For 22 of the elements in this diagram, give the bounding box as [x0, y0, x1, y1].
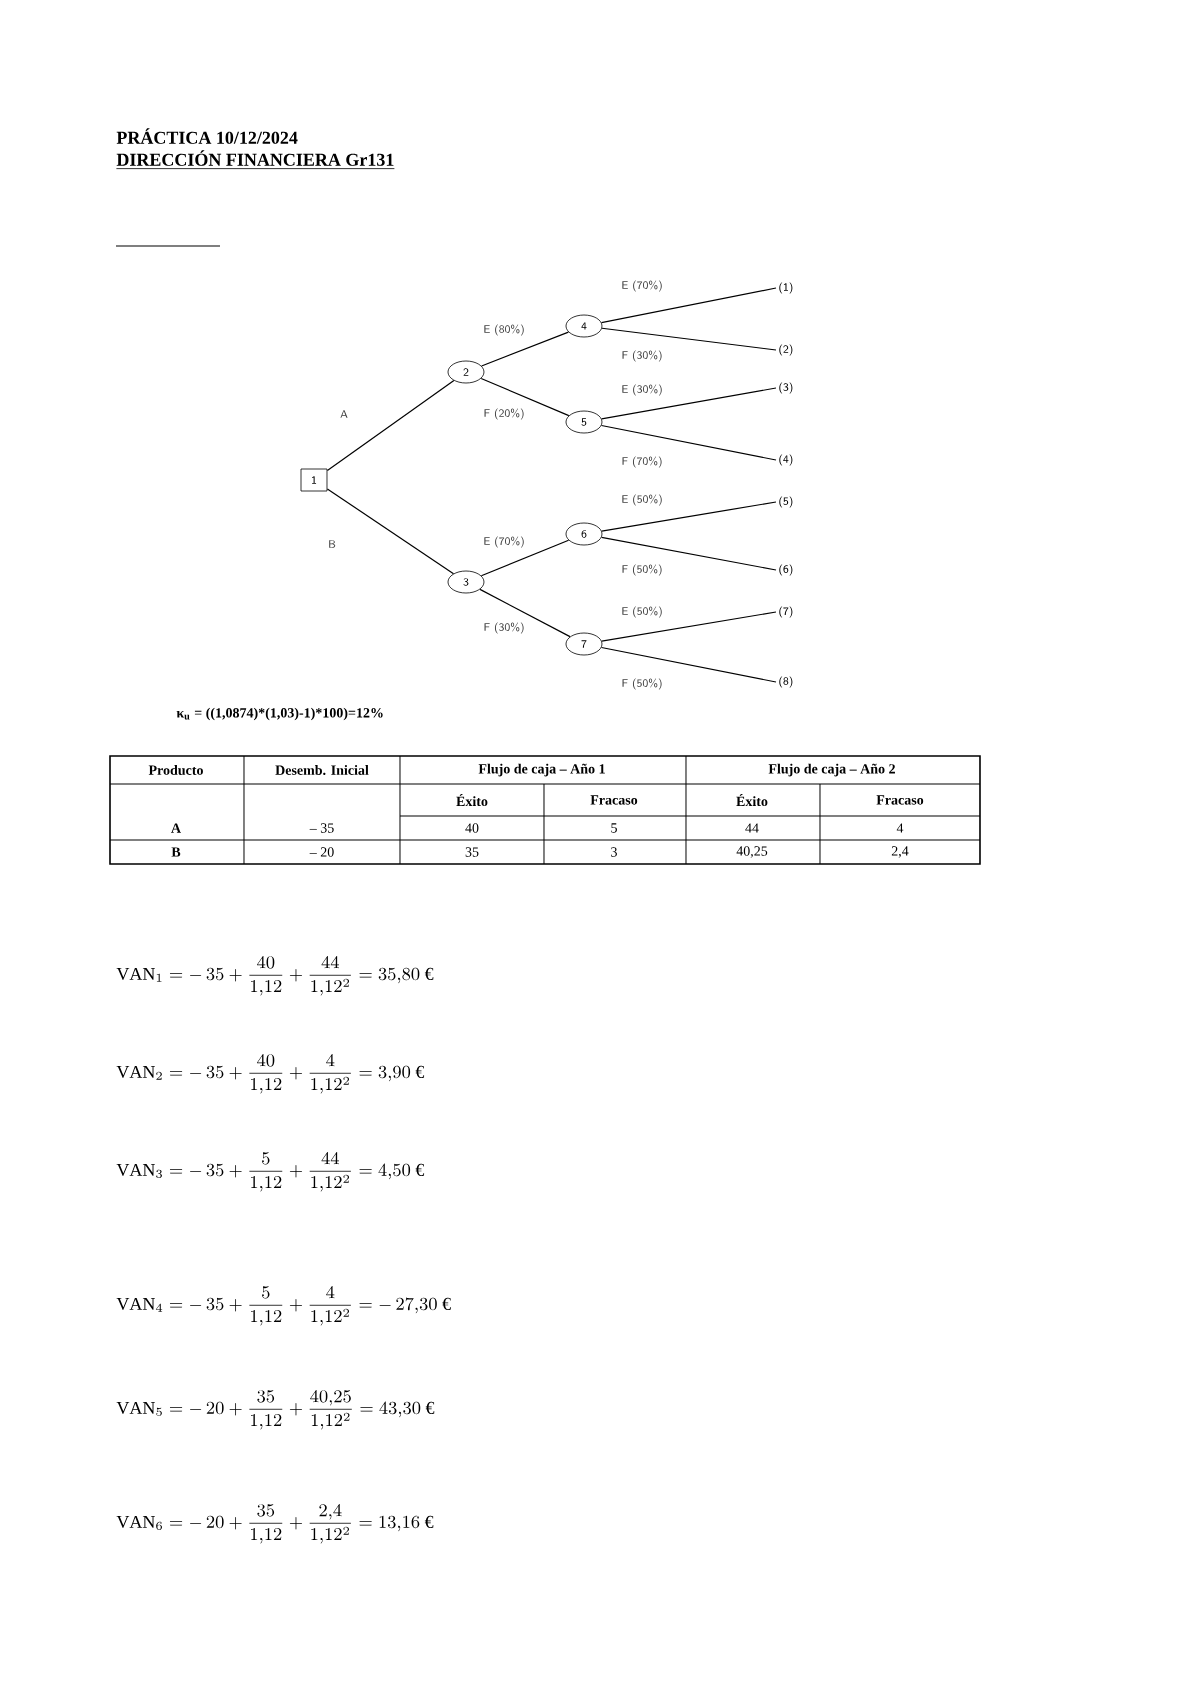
branch-line [600, 424, 777, 461]
branch-line [601, 536, 777, 571]
branch-line [480, 331, 569, 367]
branch-line [601, 611, 777, 642]
branch-line [600, 646, 777, 683]
npv-equation: $\mathrm{VAN}_{1} = -\,35 + \frac{40}{1{,}12} + \frac{44}{1{,}12^{2}} = 35{,}80\ \mbox{€}$ [116, 955, 434, 996]
title: PRÁCTICA 10/12/2024 [116, 128, 298, 144]
branch-line [600, 287, 777, 324]
branch-line [601, 327, 777, 351]
npv-equation: $\mathrm{VAN}_{5} = -\,20 + \frac{35}{1{,}12} + \frac{40{,}25}{1{,}12^{2}} = 43{,}30\ \mbox{€}$ [116, 1389, 435, 1430]
branch-line [601, 387, 777, 420]
branch-line [480, 377, 570, 417]
branch-line [479, 588, 571, 638]
branch-line [601, 501, 777, 532]
branch-line [326, 380, 455, 472]
npv-equation: $\mathrm{VAN}_{4} = -\,35 + \frac{5}{1{,}12} + \frac{4}{1{,}12^{2}} = -\,27{,}30\ \mbox{€}$ [116, 1285, 451, 1326]
npv-equation: $\mathrm{VAN}_{3} = -\,35 + \frac{5}{1{,}12} + \frac{44}{1{,}12^{2}} = 4{,}50\ \mbox{€}$ [116, 1151, 425, 1192]
branch-line [326, 488, 455, 575]
subtitle: DIRECCIÓN FINANCIERA Gr131 [116, 150, 395, 169]
npv-equation: $\mathrm{VAN}_{2} = -\,35 + \frac{40}{1{,}12} + \frac{4}{1{,}12^{2}} = 3{,}90\ \mbox{€}$ [116, 1053, 425, 1094]
branch-line [480, 539, 570, 577]
npv-equation: $\mathrm{VAN}_{6} = -\,20 + \frac{35}{1{,}12} + \frac{2{,}4}{1{,}12^{2}} = 13{,}16\ \mbox{€}$ [116, 1503, 434, 1544]
